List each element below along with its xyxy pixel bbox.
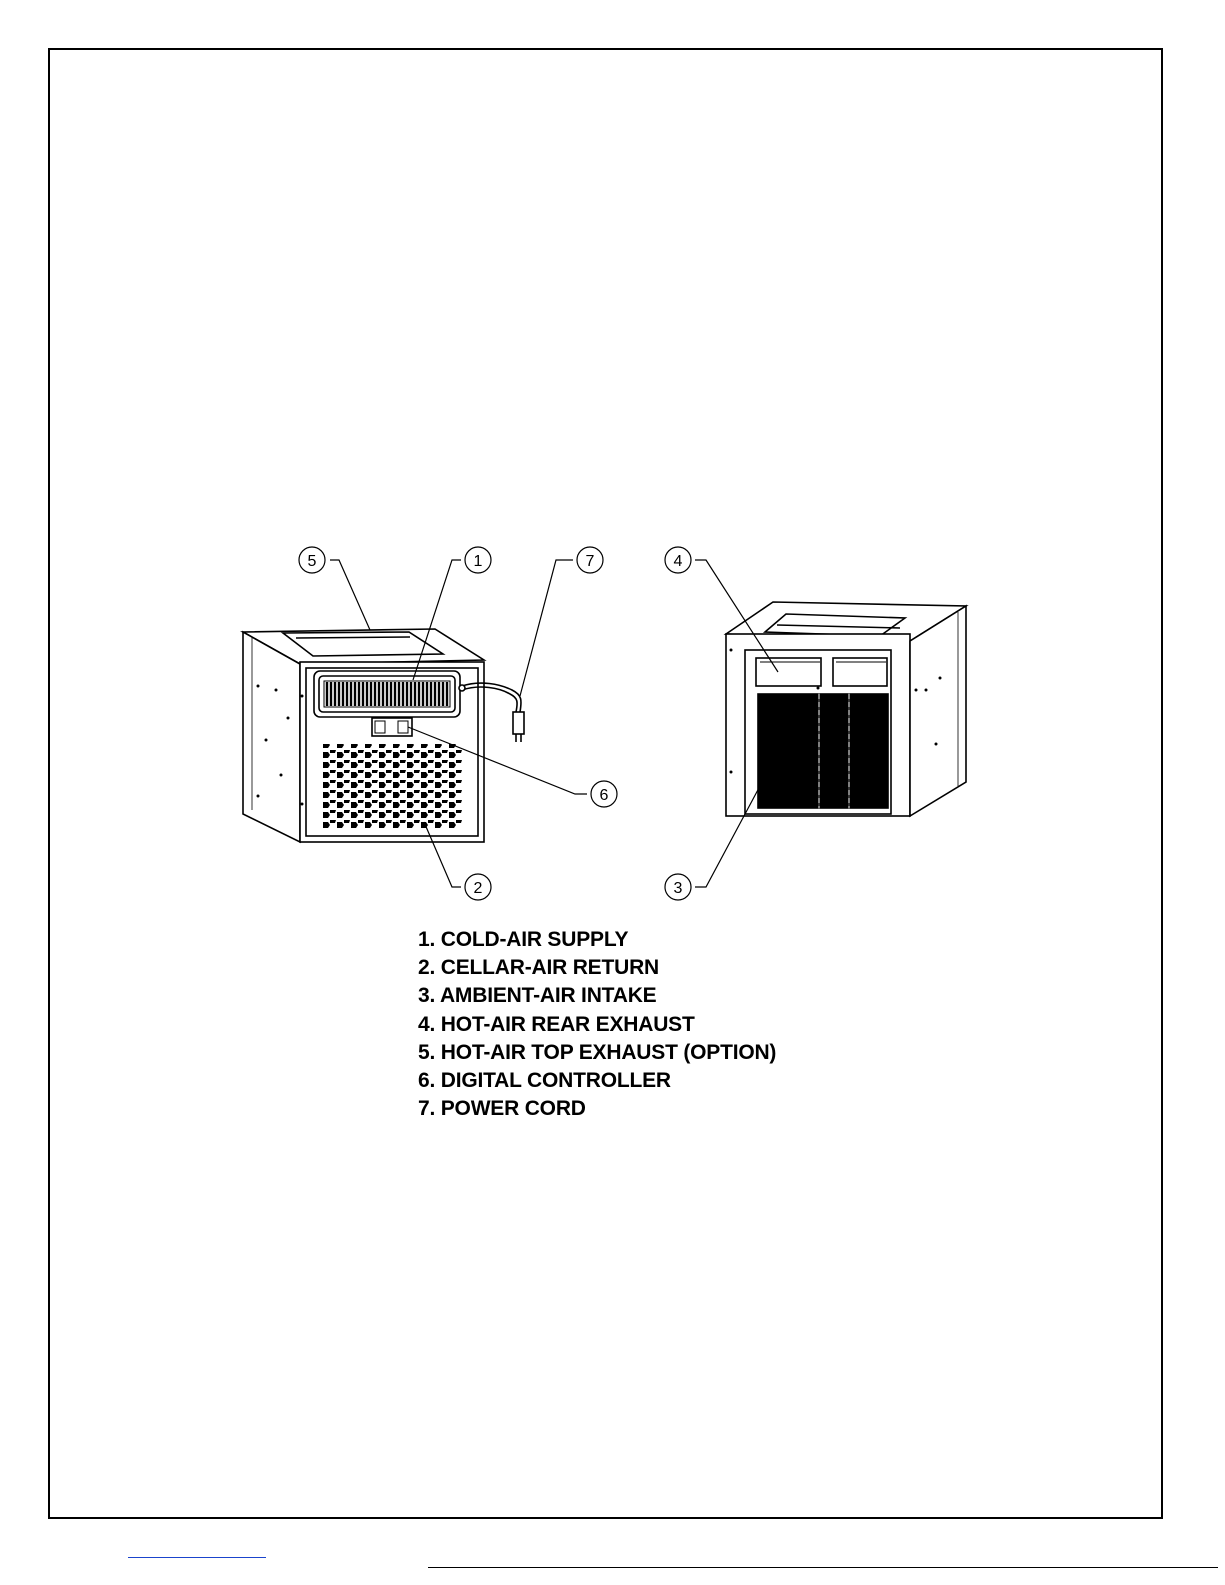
callout-5: 5 xyxy=(299,547,370,630)
footer-link-underline xyxy=(128,1557,266,1558)
legend-item: 2. CELLAR-AIR RETURN xyxy=(418,954,776,982)
svg-text:2: 2 xyxy=(474,880,483,897)
legend-item: 5. HOT-AIR TOP EXHAUST (OPTION) xyxy=(418,1039,776,1067)
callout-7: 7 xyxy=(520,547,603,696)
supply-louvers xyxy=(324,681,450,707)
legend-item: 3. AMBIENT-AIR INTAKE xyxy=(418,982,776,1010)
svg-text:6: 6 xyxy=(600,787,609,804)
svg-text:5: 5 xyxy=(308,553,317,570)
front-view-unit xyxy=(243,629,524,842)
rear-view-unit xyxy=(726,602,966,816)
footer-rule xyxy=(428,1567,1218,1568)
svg-text:7: 7 xyxy=(586,553,595,570)
legend-item: 4. HOT-AIR REAR EXHAUST xyxy=(418,1011,776,1039)
legend-item: 7. POWER CORD xyxy=(418,1095,776,1123)
legend-item: 1. COLD-AIR SUPPLY xyxy=(418,926,776,954)
legend-item: 6. DIGITAL CONTROLLER xyxy=(418,1067,776,1095)
svg-text:4: 4 xyxy=(674,553,683,570)
svg-text:3: 3 xyxy=(674,880,683,897)
svg-text:1: 1 xyxy=(474,553,483,570)
parts-legend: 1. COLD-AIR SUPPLY 2. CELLAR-AIR RETURN … xyxy=(418,926,776,1123)
